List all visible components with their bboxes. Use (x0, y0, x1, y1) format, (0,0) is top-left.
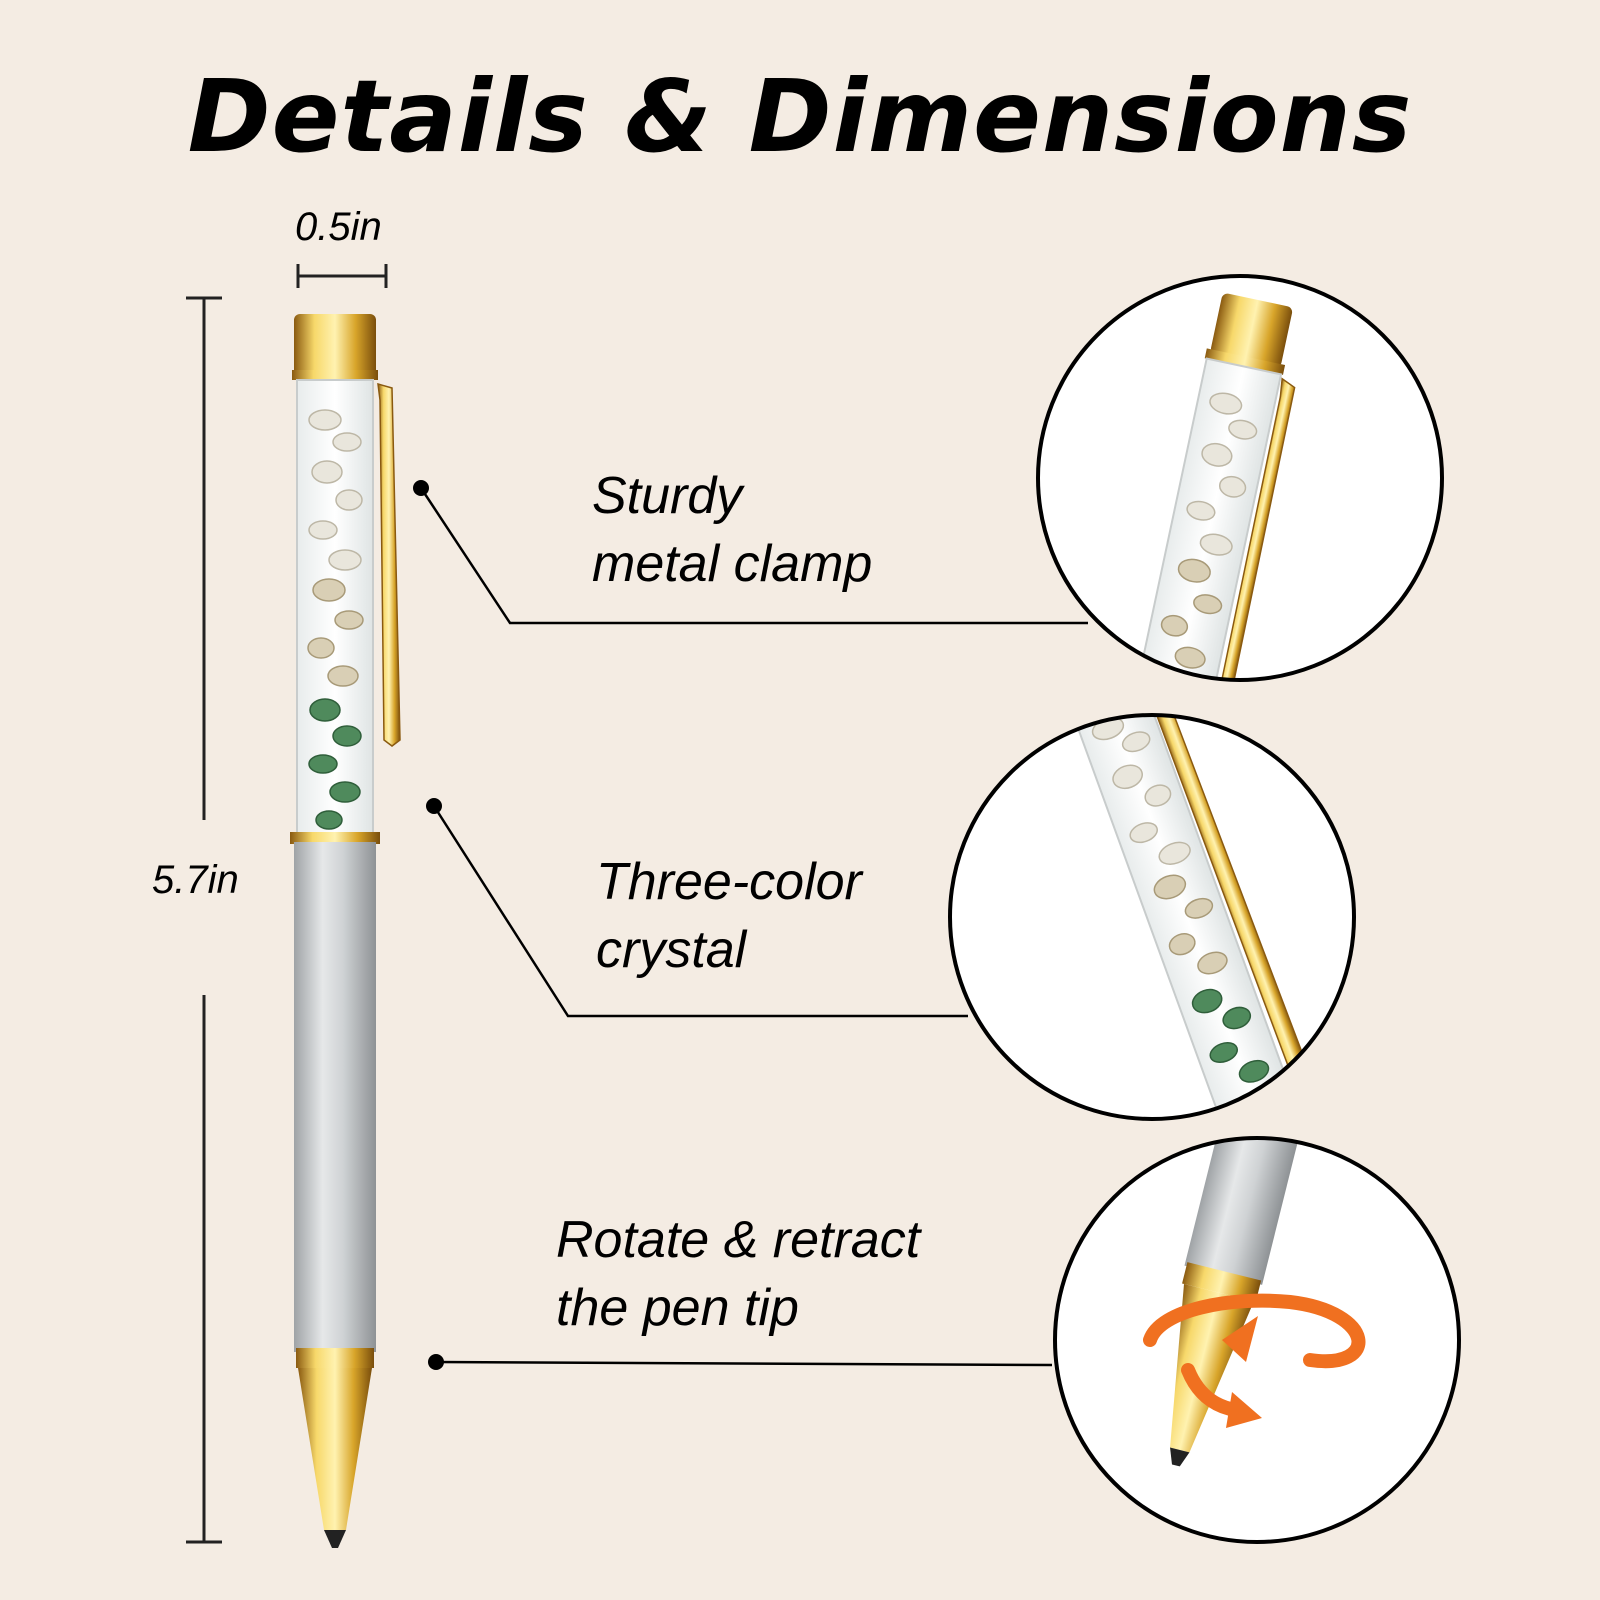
feature-callout-tip: Rotate & retract the pen tip (556, 1206, 920, 1342)
length-dimension-marker (186, 296, 222, 1544)
page-title: Details & Dimensions (187, 58, 1413, 175)
feature-tip-line2: the pen tip (556, 1279, 799, 1337)
length-dimension-label: 5.7in (152, 858, 239, 902)
feature-callout-crystal: Three-color crystal (596, 848, 862, 984)
feature-tip-line1: Rotate & retract (556, 1211, 921, 1269)
feature-clamp-line2: metal clamp (592, 535, 873, 593)
feature-clamp-line1: Sturdy (592, 467, 743, 525)
width-dimension-marker (296, 264, 388, 288)
feature-crystal-line2: crystal (596, 921, 747, 979)
rotate-arrow-icon (1143, 1293, 1366, 1428)
leader-line-tip (428, 1354, 1053, 1370)
detail-circle-clamp (1036, 274, 1444, 682)
feature-crystal-line1: Three-color (596, 853, 862, 911)
leader-line-crystal (426, 798, 968, 1018)
pen-main (290, 314, 401, 1548)
leader-line-clamp (413, 480, 1088, 625)
detail-circle-tip (1053, 1136, 1461, 1544)
width-dimension-label: 0.5in (295, 205, 382, 249)
detail-circle-crystal (948, 713, 1356, 1121)
feature-callout-clamp: Sturdy metal clamp (592, 462, 872, 598)
